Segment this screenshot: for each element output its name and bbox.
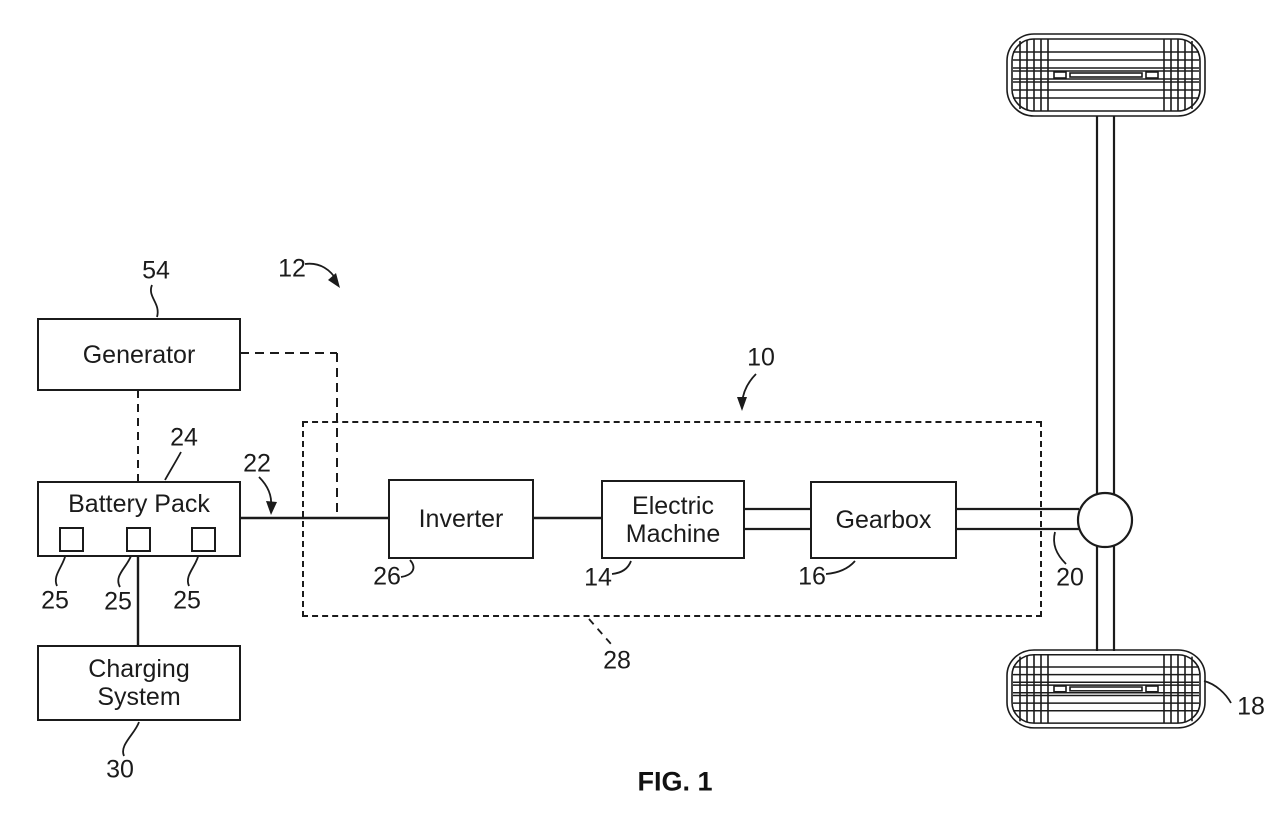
leader-14 [611,560,632,575]
generator-box: Generator [37,318,241,391]
gearbox-box: Gearbox [810,481,957,559]
dashed-generator-to-bus [240,352,338,512]
leader-26 [400,559,415,578]
leader-25-3 [187,552,200,587]
charging-system-label: Charging System [88,655,190,711]
ref-20: 20 [1056,563,1084,592]
leader-30 [122,721,140,757]
ref-54: 54 [142,256,170,285]
gearbox-label: Gearbox [835,506,932,534]
battery-cell-square-1 [59,527,84,552]
ref-14: 14 [584,563,612,592]
electric-machine-label: Electric Machine [625,491,721,548]
ref-28: 28 [603,646,631,675]
ref-25-2: 25 [104,587,132,616]
generator-label: Generator [82,340,196,369]
wheel-bottom [1006,649,1206,729]
battery-pack-label: Battery Pack [68,490,210,518]
ref-25-3: 25 [173,586,201,615]
ref-30: 30 [106,755,134,784]
shaft-electric-machine-to-gearbox [744,507,810,531]
wheel-top [1006,33,1206,117]
ref-10: 10 [747,343,775,372]
leader-25-1 [54,552,67,587]
ref-16: 16 [798,562,826,591]
leader-18 [1203,680,1232,704]
leader-16 [825,560,856,575]
inverter-box: Inverter [388,479,534,559]
battery-cell-square-2 [126,527,151,552]
ref-12: 12 [278,254,306,283]
drive-system-enclosure [302,421,1042,617]
figure-caption: FIG. 1 [637,766,713,797]
arrow-10-head [737,397,747,411]
arrow-12-head [328,273,340,288]
shaft-gearbox-to-differential [956,507,1079,531]
axle-upper [1095,116,1116,495]
ref-26: 26 [373,562,401,591]
ref-25-1: 25 [41,586,69,615]
ref-24: 24 [170,423,198,452]
ref-18: 18 [1237,692,1265,721]
inverter-label: Inverter [418,505,504,533]
arrow-22-head [266,501,277,515]
battery-cell-square-3 [191,527,216,552]
battery-pack-box: Battery Pack [37,481,241,557]
leader-28-dashed [588,618,612,645]
charging-system-box: Charging System [37,645,241,721]
leader-24 [164,451,182,481]
differential-circle [1076,491,1134,549]
electric-machine-box: Electric Machine [601,480,745,559]
ref-22: 22 [243,449,271,478]
axle-lower [1095,546,1116,651]
leader-20 [1053,531,1067,565]
leader-25-2 [117,552,133,588]
leader-54 [150,284,159,318]
